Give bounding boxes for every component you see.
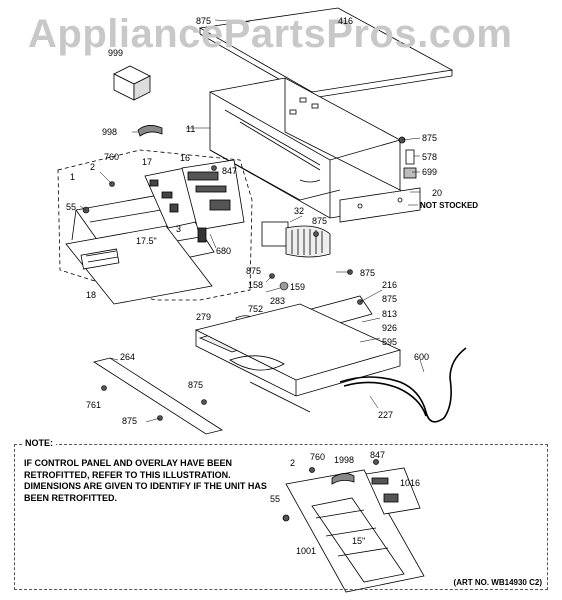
label-3: 3 (176, 224, 182, 234)
label-600: 600 (414, 352, 430, 362)
wire-harness-600 (339, 347, 467, 423)
control-board-16 (181, 159, 245, 231)
convection-fan-32 (261, 221, 331, 258)
label-752: 752 (248, 304, 264, 314)
note-control-board-1016 (365, 467, 421, 515)
chassis-11 (208, 77, 422, 223)
label-17: 17 (142, 157, 153, 167)
screw-875-bot2 (201, 399, 207, 405)
label-32: 32 (294, 206, 305, 216)
label-926: 926 (382, 323, 398, 333)
note-label-2: 2 (290, 458, 296, 468)
screw-875-fan (313, 231, 319, 237)
label-2: 2 (90, 162, 96, 172)
control-assembly-outline (57, 149, 253, 301)
label-1: 1 (70, 172, 76, 182)
label-158: 158 (248, 280, 264, 290)
note-screw-55 (282, 514, 290, 522)
label-699: 699 (422, 167, 438, 177)
note-label-1998: 1998 (334, 455, 355, 465)
label-875-mid: 875 (246, 266, 262, 276)
label-847: 847 (222, 166, 238, 176)
note-label-55: 55 (270, 494, 281, 504)
label-279: 279 (196, 312, 212, 322)
note-label-1001: 1001 (296, 546, 317, 556)
label-283: 283 (270, 296, 286, 306)
label-216: 216 (382, 280, 398, 290)
label-not-stocked: NOT STOCKED (420, 201, 479, 210)
overlay-18 (65, 225, 213, 305)
label-227: 227 (378, 410, 394, 420)
label-55: 55 (66, 202, 77, 212)
label-20: 20 (432, 188, 443, 198)
label-761: 761 (86, 400, 102, 410)
label-159: 159 (290, 282, 306, 292)
label-18: 18 (86, 290, 97, 300)
floor-227 (194, 303, 402, 413)
label-875-r2: 875 (382, 294, 398, 304)
label-875-right: 875 (360, 268, 376, 278)
label-875-bot1: 875 (122, 416, 138, 426)
note-label-760: 760 (310, 452, 326, 462)
screw-847 (211, 165, 217, 171)
note-text: IF CONTROL PANEL AND OVERLAY HAVE BEEN R… (24, 458, 267, 503)
label-16: 16 (180, 153, 191, 163)
label-875-r1: 875 (422, 133, 438, 143)
label-999: 999 (108, 48, 124, 58)
note-screw-760 (309, 467, 315, 473)
label-595: 595 (382, 337, 398, 347)
label-578: 578 (422, 152, 438, 162)
label-416: 416 (338, 16, 354, 26)
label-875-bot2: 875 (188, 380, 204, 390)
box-999 (113, 65, 151, 101)
label-dim-17-5: 17.5" (136, 236, 157, 246)
label-680: 680 (216, 246, 232, 256)
note-label-847: 847 (370, 450, 386, 460)
label-11: 11 (186, 124, 196, 134)
label-998: 998 (102, 127, 118, 137)
label-875-top: 875 (196, 16, 212, 26)
note-label-dim-15: 15" (352, 536, 366, 546)
label-264: 264 (120, 352, 136, 362)
note-label-1016: 1016 (400, 478, 421, 488)
watermark: AppliancePartsPros.com (28, 12, 513, 56)
trim-264 (93, 357, 223, 435)
label-813: 813 (382, 309, 398, 319)
art-number: (ART NO. WB14930 C2) (453, 578, 542, 587)
label-760: 760 (104, 152, 120, 162)
screw-761 (101, 385, 107, 391)
clip-998 (137, 125, 163, 137)
part-3 (197, 227, 207, 243)
note-screw-847 (373, 459, 379, 465)
sensor-578 (398, 136, 417, 179)
clip-159 (279, 281, 289, 291)
note-title: NOTE: (22, 438, 56, 448)
note-clip-1998 (331, 473, 355, 485)
note-box (14, 444, 548, 590)
label-875-fan: 875 (312, 216, 328, 226)
